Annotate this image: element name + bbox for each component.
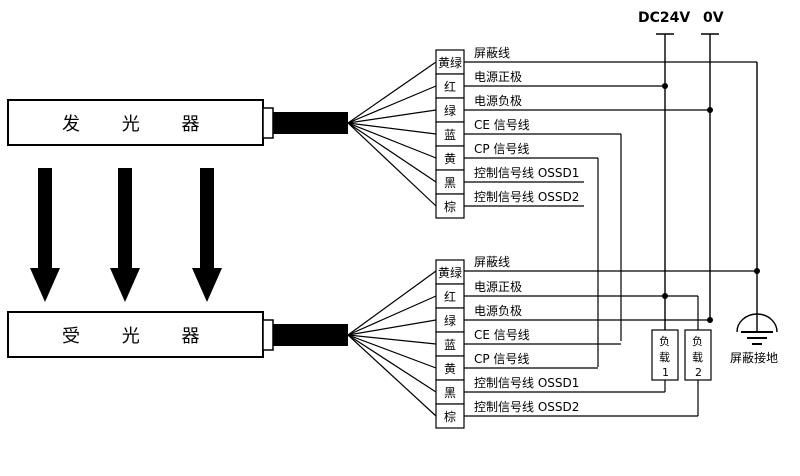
beam-arrow [192, 168, 222, 302]
load-wiring [665, 295, 699, 330]
emitter-wire-color: 红 [444, 79, 456, 94]
load-text: 负 [659, 334, 670, 348]
load-box [651, 329, 679, 381]
load-2: 负 载 2 [684, 329, 712, 381]
receiver-label: 受 光 器 [62, 326, 217, 347]
power-supply: DC24V 0V [638, 10, 724, 330]
emitter-fan [347, 61, 437, 207]
emitter-signal-label: CP 信号线 [474, 142, 529, 156]
receiver-wire-color: 黄 [444, 362, 456, 376]
receiver-terminal [435, 355, 465, 381]
emitter-cable [273, 112, 348, 134]
receiver-wire-color: 棕 [444, 409, 456, 424]
ground-label: 屏蔽接地 [730, 350, 778, 365]
zero-v-label: 0V [703, 10, 724, 26]
receiver-box [7, 311, 264, 358]
receiver-fan [347, 270, 437, 417]
emitter-wire-color: 黑 [444, 176, 456, 190]
receiver-connector [262, 319, 274, 351]
receiver-wire-color: 黄绿 [438, 265, 462, 280]
junction-dot [754, 268, 760, 274]
emitter-box [7, 99, 264, 146]
emitter-wire-color: 黄 [444, 152, 456, 166]
dc24v-label: DC24V [638, 10, 690, 26]
junction-dot [707, 317, 713, 323]
emitter-terminal [435, 73, 465, 99]
emitter-wire-color: 黄绿 [438, 55, 462, 70]
receiver-wire-color: 绿 [444, 313, 456, 328]
junction-dot [707, 107, 713, 113]
load-text: 负 [692, 334, 703, 348]
receiver-wiring: 黄绿 红 绿 蓝 黄 黑 棕 屏蔽线 电源正极 电源负极 CE 信号线 CP 信… [347, 255, 757, 429]
receiver-signal-label: 控制信号线 OSSD1 [474, 376, 579, 390]
receiver-wire-color: 红 [444, 289, 456, 304]
junction-dot [662, 293, 668, 299]
beam-arrow [110, 168, 140, 302]
light-beams [30, 168, 222, 302]
emitter-wiring: 黄绿 红 绿 蓝 黄 黑 棕 屏蔽线 电源正极 电源负极 CE 信号线 CP 信… [347, 46, 757, 367]
shield-ground: 屏蔽接地 [730, 62, 778, 365]
load-number: 1 [662, 366, 669, 379]
receiver-unit: 受 光 器 [7, 311, 348, 358]
beam-arrow [30, 168, 60, 302]
load-1: 负 载 1 [651, 329, 679, 381]
junction-dots [662, 83, 760, 323]
emitter-signal-label: 控制信号线 OSSD1 [474, 166, 579, 180]
receiver-terminal [435, 403, 465, 429]
receiver-wire-color: 蓝 [444, 338, 456, 352]
load-box [684, 329, 712, 381]
junction-dot [662, 83, 668, 89]
receiver-signal-label: 电源正极 [474, 280, 522, 294]
load-text: 载 [659, 351, 670, 364]
load-number: 2 [695, 366, 702, 379]
emitter-wire-color: 蓝 [444, 128, 456, 142]
emitter-label: 发 光 器 [62, 114, 217, 135]
receiver-signal-label: 控制信号线 OSSD2 [474, 400, 579, 414]
emitter-signal-label: 电源正极 [474, 70, 522, 84]
emitter-signal-label: 电源负极 [474, 94, 522, 108]
receiver-signal-label: CP 信号线 [474, 352, 529, 366]
receiver-terminal [435, 283, 465, 309]
emitter-unit: 发 光 器 [7, 99, 348, 146]
emitter-wire-color: 棕 [444, 199, 456, 214]
emitter-terminal [435, 193, 465, 219]
receiver-cable [273, 324, 348, 346]
emitter-signal-label: CE 信号线 [474, 118, 530, 132]
emitter-connector [262, 107, 274, 139]
receiver-signal-label: 电源负极 [474, 304, 522, 318]
load-text: 载 [692, 351, 703, 364]
receiver-wire-color: 黑 [444, 386, 456, 400]
emitter-terminal [435, 145, 465, 171]
emitter-wire-color: 绿 [444, 103, 456, 118]
emitter-signal-label: 屏蔽线 [474, 46, 510, 60]
receiver-signal-label: 屏蔽线 [474, 255, 510, 269]
receiver-signal-label: CE 信号线 [474, 328, 530, 342]
emitter-signal-label: 控制信号线 OSSD2 [474, 190, 579, 204]
